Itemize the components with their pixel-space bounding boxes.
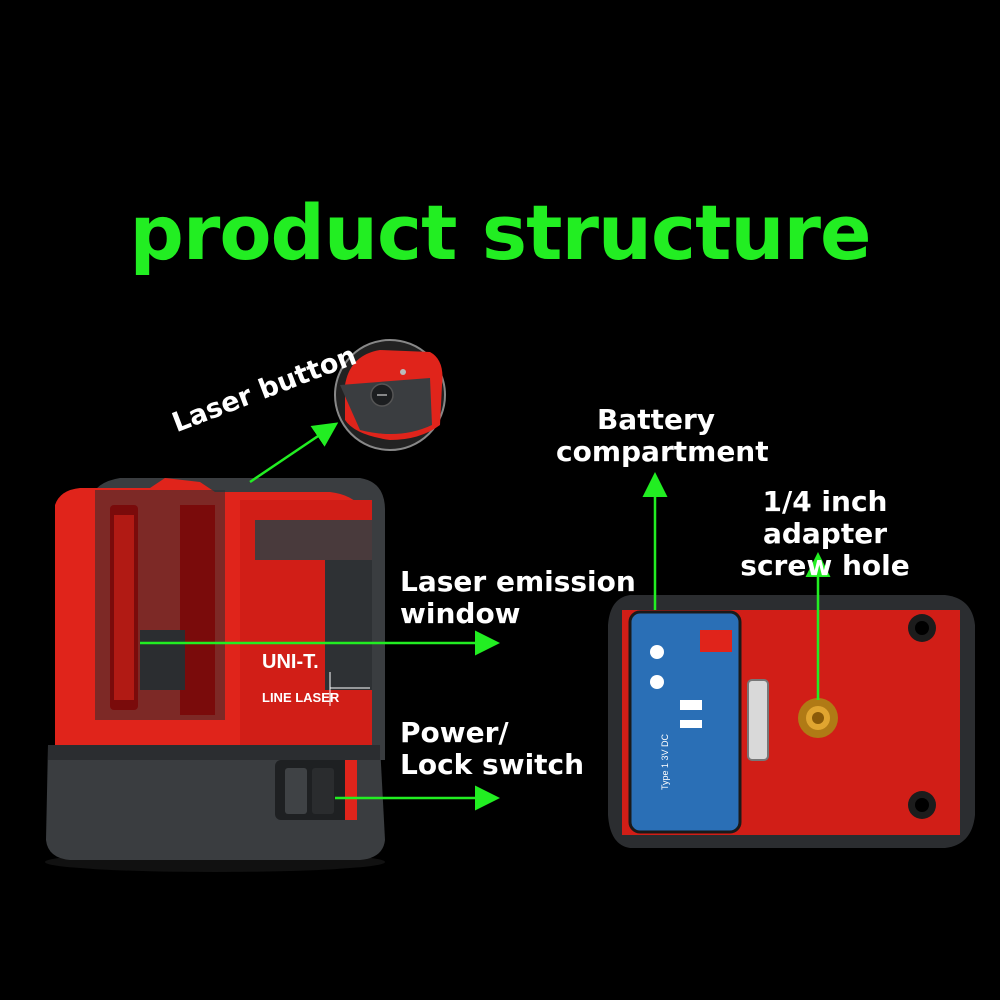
power-lock-switch-label: Power/ Lock switch <box>400 717 584 781</box>
adapter-hole-label: 1/4 inch adapter screw hole <box>700 486 950 582</box>
laser-button-inset <box>334 339 446 451</box>
laser-level-front-view: UNI-T. LINE LASER <box>45 478 385 872</box>
battery-label-line1: Battery <box>596 403 716 436</box>
battery-label-line2: compartment <box>556 435 769 468</box>
laser-button-arrow <box>249 422 339 484</box>
emission-window-label: Laser emission window <box>400 566 636 630</box>
adapter-label-line1: 1/4 inch adapter <box>762 485 888 550</box>
laser-level-bottom-view: Type 1 3V DC <box>608 595 975 848</box>
model-text: LINE LASER <box>262 690 340 705</box>
brand-text: UNI-T. <box>262 651 319 673</box>
page-title: product structure <box>129 188 871 277</box>
corner-screw-hole <box>908 614 936 819</box>
adapter-label-line2: screw hole <box>740 549 910 582</box>
emission-label-line2: window <box>400 597 521 630</box>
battery-compartment-label: Battery compartment <box>556 403 769 468</box>
emission-label-line1: Laser emission <box>400 565 636 598</box>
battery-latch <box>747 679 769 761</box>
battery-label-text: Type 1 3V DC <box>660 733 670 790</box>
power-label-line1: Power/ <box>400 716 509 749</box>
power-label-line2: Lock switch <box>400 748 585 781</box>
